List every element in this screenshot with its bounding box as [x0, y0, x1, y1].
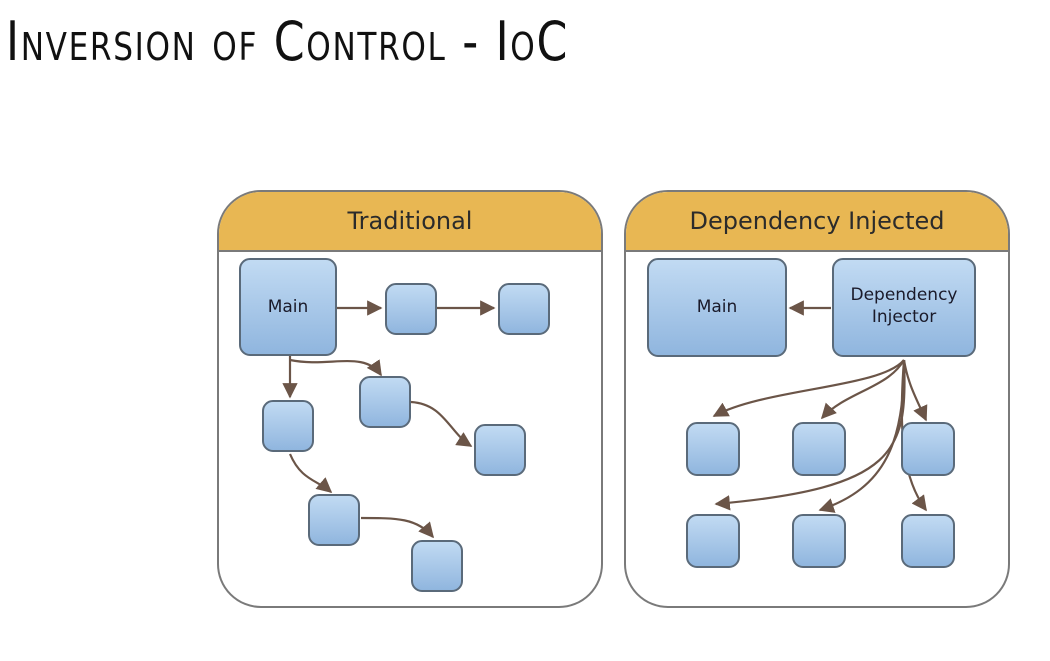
traditional-main-label: Main	[268, 297, 309, 317]
node-r5	[792, 514, 846, 568]
node-2	[498, 283, 550, 335]
arrow-main-to-node4	[289, 358, 382, 377]
arrow-injector-to-node-r3	[902, 359, 928, 422]
arrow-injector-to-node-r2	[820, 359, 905, 420]
dependency-injected-diagram: Main Dependency Injector	[647, 258, 976, 568]
arrow-injector-to-node-r4	[714, 359, 906, 511]
dependency-injector-node	[832, 258, 976, 357]
node-1	[385, 283, 437, 335]
di-main-label: Main	[697, 297, 738, 317]
node-r4	[686, 514, 740, 568]
arrow-node3-to-node6	[288, 453, 333, 494]
arrow-node6-to-node7	[360, 516, 434, 539]
injector-label-line1: Dependency	[850, 285, 957, 305]
node-5	[474, 424, 526, 476]
slide-title: Inversion of Control - IoC	[6, 10, 570, 73]
arrow-node4-to-node5	[410, 400, 473, 447]
node-7	[411, 540, 463, 592]
node-r1	[686, 422, 740, 476]
node-3	[262, 400, 314, 452]
arrow-injector-to-node-r1	[712, 359, 905, 417]
main-node	[239, 258, 337, 356]
node-r2	[792, 422, 846, 476]
di-main-node	[647, 258, 787, 357]
node-r3	[901, 422, 955, 476]
traditional-panel: Traditional	[217, 190, 603, 608]
traditional-diagram: Main	[239, 258, 550, 592]
node-6	[308, 494, 360, 546]
dependency-injected-panel-header: Dependency Injected	[626, 192, 1008, 252]
injector-label-line2: Injector	[872, 307, 936, 327]
dependency-injected-panel: Dependency Injected	[624, 190, 1010, 608]
traditional-panel-header: Traditional	[219, 192, 601, 252]
node-r6	[901, 514, 955, 568]
node-4	[359, 376, 411, 428]
